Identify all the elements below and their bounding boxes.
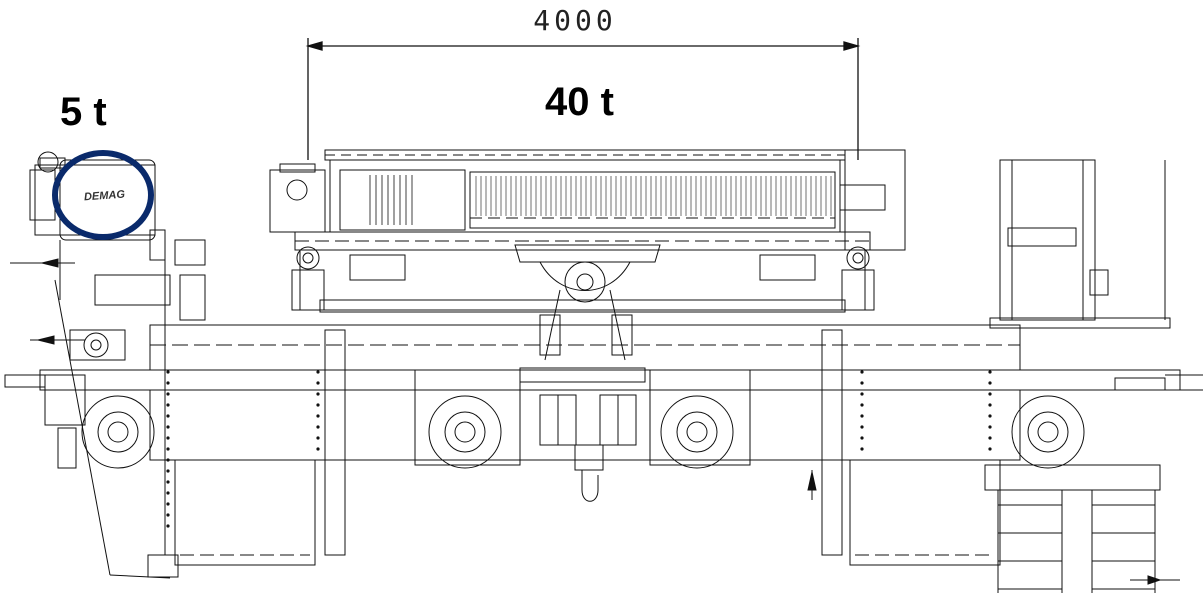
rivet bbox=[166, 436, 170, 440]
main-hoist-trolley bbox=[270, 150, 905, 250]
rivet bbox=[166, 425, 170, 429]
rivet bbox=[316, 447, 320, 451]
rivet bbox=[166, 491, 170, 495]
rivet bbox=[860, 381, 864, 385]
wheel-hub bbox=[98, 412, 138, 452]
trolley-frame bbox=[292, 232, 874, 312]
wheel-outer bbox=[429, 396, 501, 468]
runway-wheels bbox=[82, 396, 1084, 468]
rivet bbox=[988, 381, 992, 385]
rivet bbox=[316, 425, 320, 429]
wheel-outer bbox=[661, 396, 733, 468]
wheel-outer bbox=[1012, 396, 1084, 468]
dimension-label: 4000 bbox=[533, 4, 617, 37]
rivet bbox=[860, 392, 864, 396]
rivet bbox=[166, 403, 170, 407]
rivet bbox=[166, 524, 170, 528]
rivet bbox=[860, 403, 864, 407]
wheel-axle bbox=[455, 422, 475, 442]
wheel-hub bbox=[445, 412, 485, 452]
wheel-hub bbox=[1028, 412, 1068, 452]
rivet bbox=[988, 436, 992, 440]
rivet bbox=[988, 425, 992, 429]
rivet bbox=[166, 414, 170, 418]
ladder bbox=[998, 490, 1155, 593]
rivet bbox=[860, 425, 864, 429]
rivet bbox=[860, 414, 864, 418]
rivet bbox=[988, 392, 992, 396]
rivet bbox=[166, 370, 170, 374]
rivet bbox=[166, 502, 170, 506]
wheel-hub bbox=[677, 412, 717, 452]
rivet bbox=[860, 447, 864, 451]
wheel-axle bbox=[687, 422, 707, 442]
rivet bbox=[316, 392, 320, 396]
drum-rope-grooves bbox=[476, 176, 831, 216]
wheel-axle bbox=[1038, 422, 1058, 442]
rivet bbox=[860, 370, 864, 374]
rivet bbox=[988, 403, 992, 407]
aux-hoist bbox=[5, 152, 205, 578]
wheel-axle bbox=[108, 422, 128, 442]
rivet bbox=[166, 469, 170, 473]
rivet bbox=[166, 513, 170, 517]
main-hook-assembly bbox=[515, 245, 660, 501]
rivet bbox=[860, 436, 864, 440]
access-platform bbox=[807, 160, 1203, 593]
bridge-girder bbox=[40, 325, 1180, 565]
rivet bbox=[166, 480, 170, 484]
rivet bbox=[166, 447, 170, 451]
rivet bbox=[316, 370, 320, 374]
demag-highlight-circle bbox=[52, 150, 154, 240]
rivet bbox=[316, 436, 320, 440]
dimension-line bbox=[305, 38, 861, 160]
wheel-outer bbox=[82, 396, 154, 468]
rivet bbox=[316, 381, 320, 385]
rivet bbox=[988, 447, 992, 451]
rivet bbox=[316, 414, 320, 418]
main-hoist-capacity-label: 40 t bbox=[545, 80, 614, 124]
rivet bbox=[166, 458, 170, 462]
aux-hoist-capacity-label: 5 t bbox=[60, 90, 107, 134]
rivet bbox=[988, 370, 992, 374]
rivet bbox=[166, 392, 170, 396]
rivet bbox=[316, 403, 320, 407]
rivet bbox=[988, 414, 992, 418]
rivet bbox=[166, 381, 170, 385]
rivet-rows bbox=[166, 370, 992, 528]
